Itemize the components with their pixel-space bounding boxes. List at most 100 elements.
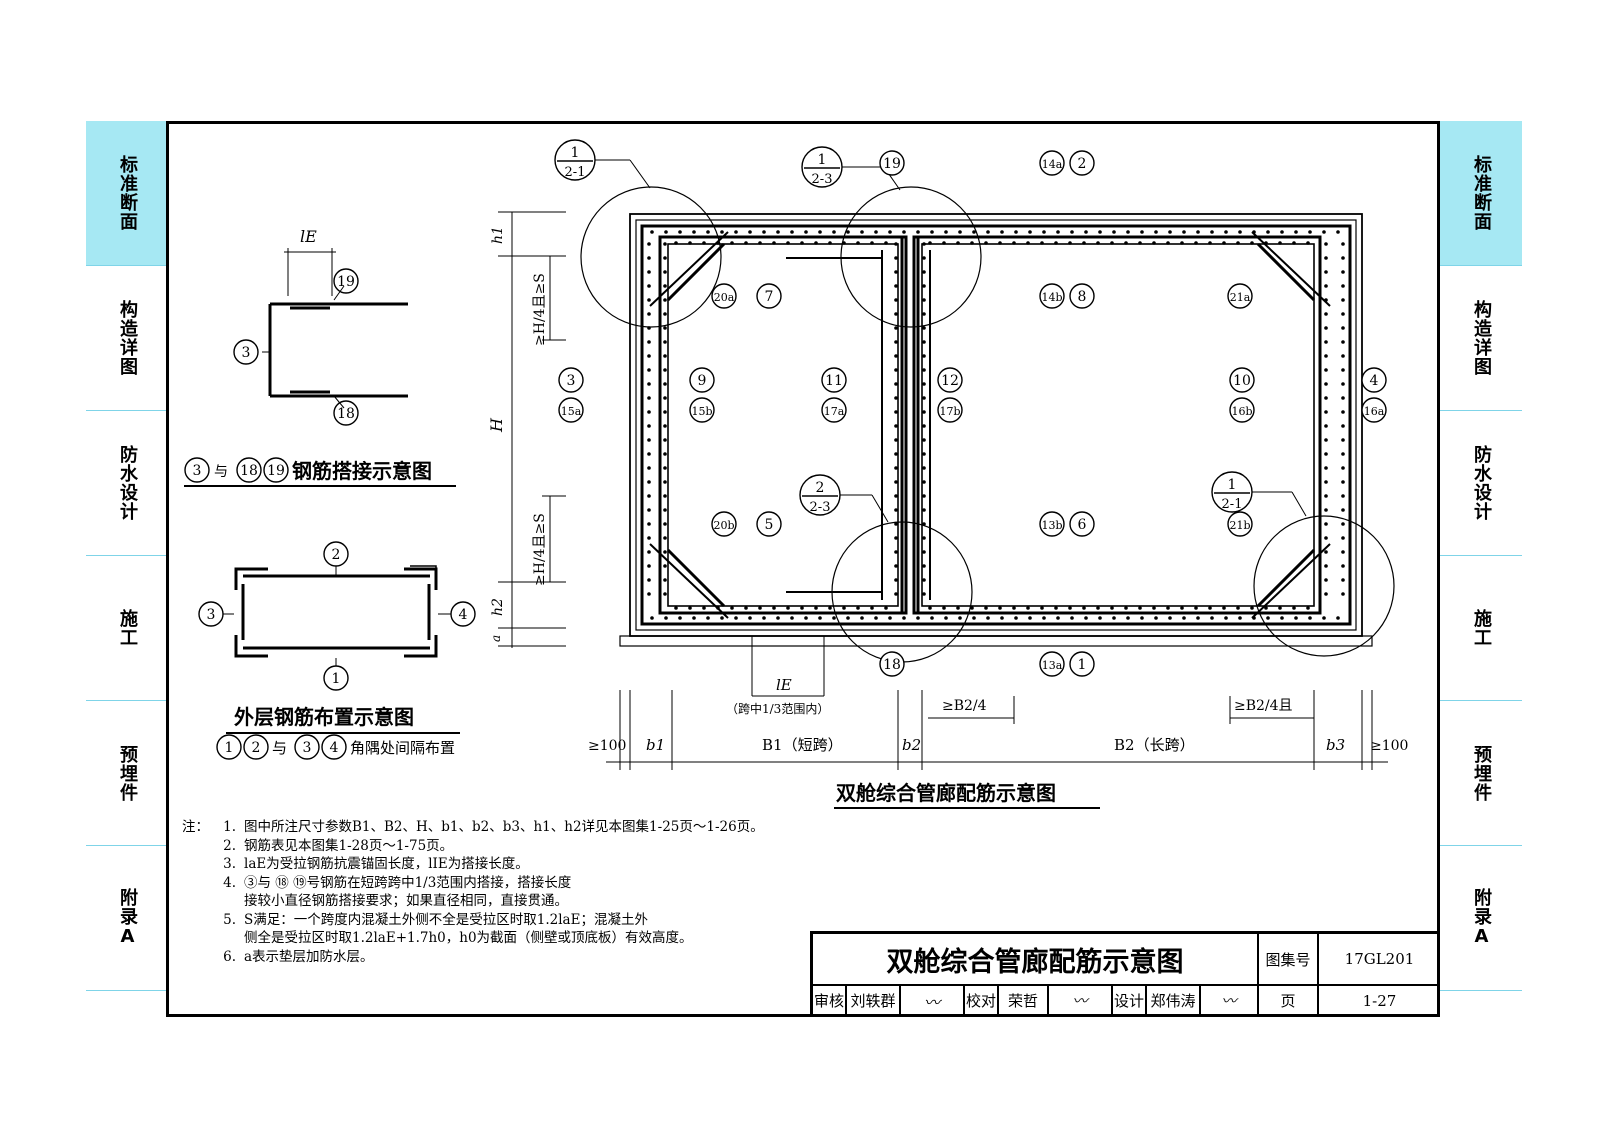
title-block-title: 双舱综合管廊配筋示意图 xyxy=(813,934,1259,986)
rebar-dot xyxy=(647,536,651,540)
rebar-dot xyxy=(894,410,898,414)
rebar-dot xyxy=(663,326,667,330)
tab-embedded-parts-right[interactable]: 预埋件 xyxy=(1440,701,1522,846)
tab-construction-detail[interactable]: 构造详图 xyxy=(86,266,168,411)
rebar-dot xyxy=(922,438,926,442)
rebar-dot xyxy=(1324,354,1328,358)
rebar-dot xyxy=(1294,230,1298,234)
bar-label-text: 5 xyxy=(765,517,774,533)
rebar-dot xyxy=(1341,522,1345,526)
rebar-dot xyxy=(928,241,932,245)
rebar-dot xyxy=(818,616,822,620)
rebar-dot xyxy=(663,466,667,470)
rebar-dot xyxy=(894,382,898,386)
rebar-dot xyxy=(894,508,898,512)
rebar-dot xyxy=(1112,230,1116,234)
rebar-dot xyxy=(663,298,667,302)
checker-signature: 〰 xyxy=(1049,986,1113,1017)
rebar-dot xyxy=(1222,606,1226,610)
tab-construction-detail-right[interactable]: 构造详图 xyxy=(1440,266,1522,411)
rebar-dot xyxy=(1341,270,1345,274)
outer-layer-title: 外层钢筋布置示意图 xyxy=(234,705,414,729)
rebar-dot xyxy=(922,354,926,358)
outer-sub-ref-1: 1 xyxy=(225,740,234,756)
bar-label-19: 19 xyxy=(879,150,905,176)
rebar-dot xyxy=(1224,616,1228,620)
bar-label-text: 15a xyxy=(561,405,582,418)
rebar-dot xyxy=(922,368,926,372)
outer-sub-ref-2: 2 xyxy=(252,740,261,756)
rebar-dot xyxy=(1208,606,1212,610)
tab-waterproof-design[interactable]: 防水设计 xyxy=(86,411,168,556)
rebar-dot xyxy=(772,606,776,610)
tab-construction-right[interactable]: 施工 xyxy=(1440,556,1522,701)
dim-B2: B2（长跨） xyxy=(1114,736,1195,754)
rebar-dot xyxy=(1324,256,1328,260)
note-4-cont: 接较小直径钢筋搭接要求；如果直径相同，直接贯通。 xyxy=(244,893,568,909)
bar-label-20b: 20b xyxy=(711,511,737,537)
rebar-dot xyxy=(894,284,898,288)
lap-title-ref-18: 18 xyxy=(240,463,258,479)
rebar-dot xyxy=(972,230,976,234)
rebar-dot xyxy=(804,230,808,234)
section-mark-1-den: 2-1 xyxy=(565,165,586,180)
rebar-dot xyxy=(832,230,836,234)
rebar-dot xyxy=(1096,606,1100,610)
dim-b2: b2 xyxy=(902,736,921,754)
rebar-dot xyxy=(894,480,898,484)
bar-label-text: 17a xyxy=(824,405,845,418)
note-3: laE为受拉钢筋抗震锚固长度，lIE为搭接长度。 xyxy=(244,856,529,872)
rebar-dot xyxy=(716,606,720,610)
bar-label-text: 14a xyxy=(1042,158,1063,171)
note-1: 图中所注尺寸参数B1、B2、H、b1、b2、b3、h1、h2详见本图集1-25页… xyxy=(244,819,764,835)
rebar-dot xyxy=(1028,616,1032,620)
rebar-dot xyxy=(1068,241,1072,245)
tab-waterproof-design-right[interactable]: 防水设计 xyxy=(1440,411,1522,556)
tab-appendix-a[interactable]: 附录A xyxy=(86,846,168,991)
rebar-dot xyxy=(748,230,752,234)
rebar-dot xyxy=(647,424,651,428)
rebar-dot xyxy=(647,438,651,442)
rebar-dot xyxy=(894,242,898,246)
rebar-dot xyxy=(1324,340,1328,344)
rebar-dot xyxy=(894,550,898,554)
rebar-dot xyxy=(1324,592,1328,596)
rebar-dot xyxy=(1324,508,1328,512)
rebar-dot xyxy=(1322,616,1326,620)
tab-appendix-a-right[interactable]: 附录A xyxy=(1440,846,1522,991)
rebar-dot xyxy=(944,616,948,620)
tab-standard-section-right[interactable]: 标准断面 xyxy=(1440,121,1522,266)
rebar-dot xyxy=(1152,241,1156,245)
rebar-dot xyxy=(663,564,667,568)
bar-label-13b: 13b xyxy=(1039,511,1065,537)
tab-construction[interactable]: 施工 xyxy=(86,556,168,701)
rebar-dot xyxy=(922,312,926,316)
rebar-dot xyxy=(678,616,682,620)
rebar-dot xyxy=(1000,230,1004,234)
note-number: 5. xyxy=(223,911,236,928)
rebar-dot xyxy=(894,564,898,568)
rebar-dot xyxy=(970,606,974,610)
rebar-dot xyxy=(894,452,898,456)
rebar-dot xyxy=(1180,606,1184,610)
tab-standard-section[interactable]: 标准断面 xyxy=(86,121,168,266)
rebar-dot xyxy=(647,508,651,512)
rebar-dot xyxy=(970,241,974,245)
rebar-dot xyxy=(800,606,804,610)
rebar-dot xyxy=(762,616,766,620)
rebar-dot xyxy=(930,230,934,234)
rebar-dot xyxy=(1341,452,1345,456)
bar-label-text: 2 xyxy=(1078,156,1087,172)
rebar-dot xyxy=(762,230,766,234)
rebar-dot xyxy=(814,606,818,610)
rebar-dot xyxy=(650,616,654,620)
tab-embedded-parts[interactable]: 预埋件 xyxy=(86,701,168,846)
rebar-dot xyxy=(1341,466,1345,470)
rebar-dot xyxy=(663,410,667,414)
rebar-dot xyxy=(730,606,734,610)
rebar-dot xyxy=(663,242,667,246)
rebar-dot xyxy=(922,340,926,344)
rebar-dot xyxy=(1341,382,1345,386)
rebar-dot xyxy=(1012,606,1016,610)
